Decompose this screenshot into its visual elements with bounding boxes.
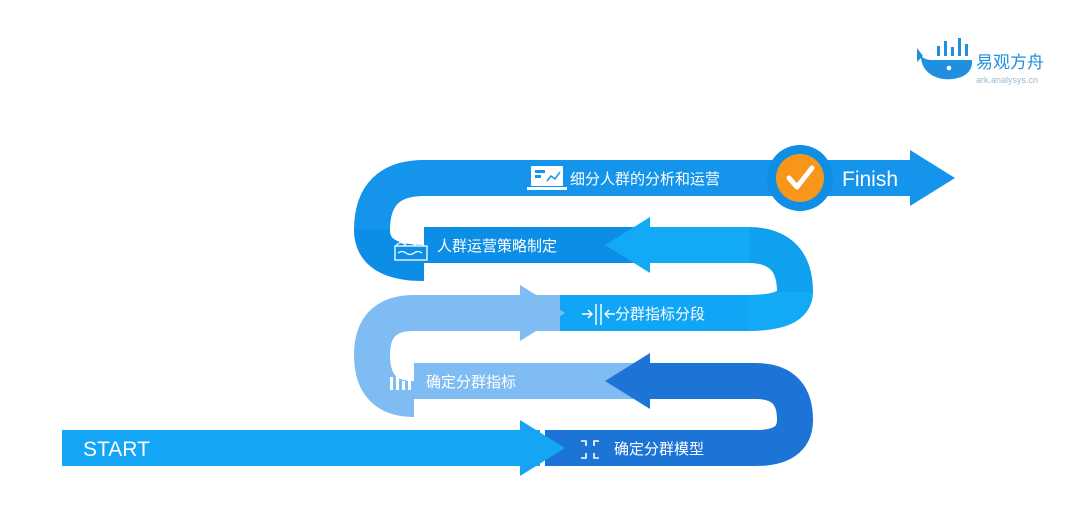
whale-logo-icon xyxy=(917,38,972,80)
row-4-arrowhead xyxy=(605,217,650,273)
path-row-3 xyxy=(354,288,813,356)
start-arrowhead xyxy=(520,420,565,476)
row-2-arrowhead xyxy=(605,353,650,409)
check-circle xyxy=(776,154,824,202)
start-arrow-shaft xyxy=(62,430,540,466)
bar-chart-icon xyxy=(390,370,411,390)
path-row-2 xyxy=(354,354,813,421)
step-5-label: 细分人群的分析和运营 xyxy=(570,170,720,188)
logo-url: ark.analysys.cn xyxy=(976,75,1038,85)
people-group-icon xyxy=(394,228,428,261)
row-3-arrowhead xyxy=(520,285,565,341)
logo: 易观方舟 ark.analysys.cn xyxy=(917,38,1044,85)
check-icon xyxy=(786,165,815,190)
step-1-label: 确定分群模型 xyxy=(614,440,704,458)
path-row-4 xyxy=(354,227,813,293)
start-label: START xyxy=(83,438,150,461)
finish-arrowhead xyxy=(910,150,955,206)
path-row-1 xyxy=(545,418,813,466)
logo-name: 易观方舟 xyxy=(976,53,1044,73)
finish-label: Finish xyxy=(842,168,898,191)
dashboard-icon xyxy=(527,166,567,190)
step-3-label: 分群指标分段 xyxy=(615,305,705,323)
scale-corners-icon xyxy=(581,440,599,459)
step-2-label: 确定分群指标 xyxy=(426,373,516,391)
split-arrows-icon xyxy=(582,304,615,325)
finish-badge xyxy=(767,145,833,211)
step-4-label: 人群运营策略制定 xyxy=(437,237,557,255)
